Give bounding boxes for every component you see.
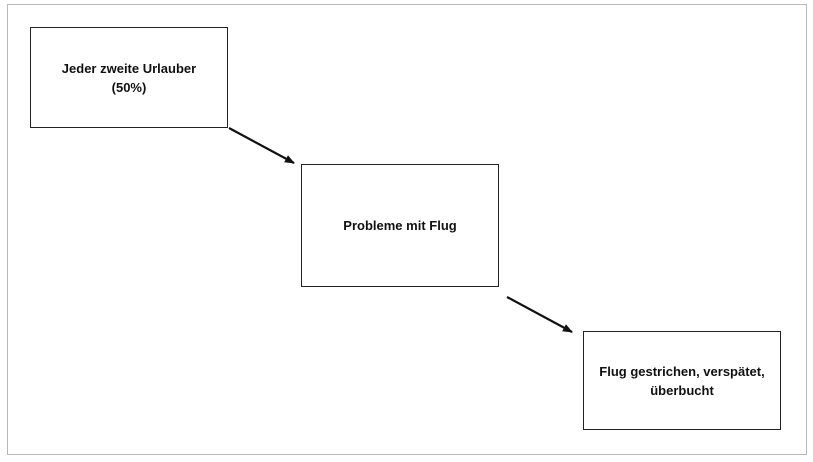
node-label: Jeder zweite Urlauber (50%) [61, 60, 197, 95]
node-jeder-zweite-urlauber: Jeder zweite Urlauber (50%) [30, 27, 228, 128]
node-label: Flug gestrichen, verspätet, überbucht [599, 363, 765, 398]
node-label: Probleme mit Flug [343, 218, 457, 233]
node-probleme-mit-flug: Probleme mit Flug [301, 164, 499, 287]
node-flug-gestrichen: Flug gestrichen, verspätet, überbucht [583, 331, 781, 430]
